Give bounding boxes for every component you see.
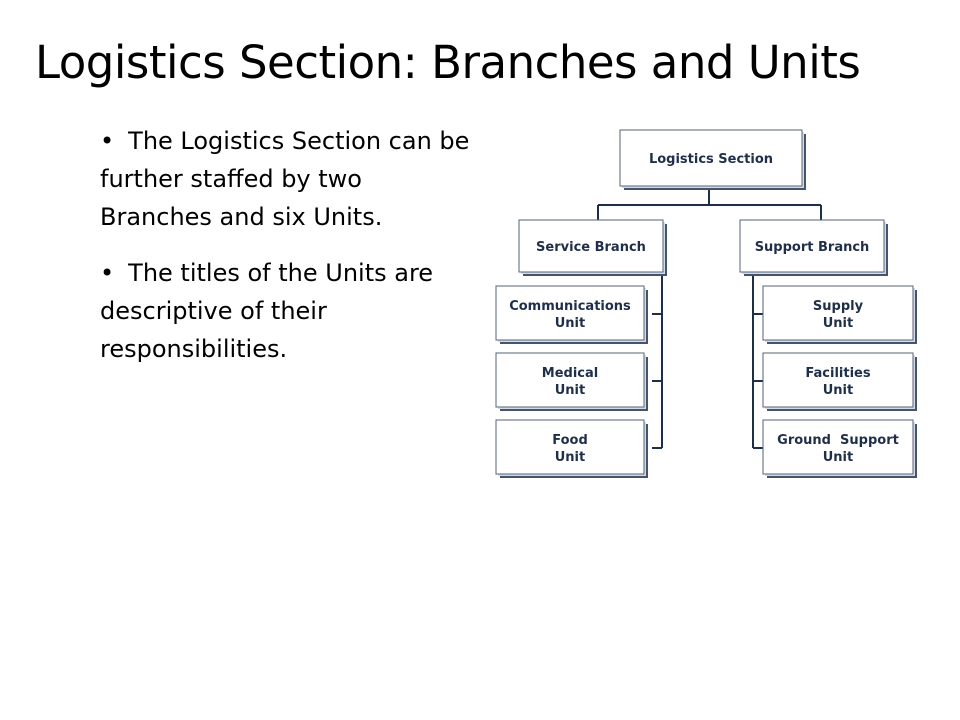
node-label-line1: Medical [542, 366, 598, 381]
connector-support-branch [752, 275, 765, 449]
node-label-line1: Facilities [805, 366, 870, 381]
node-support-branch: Support Branch [739, 219, 888, 276]
bullet-text: The Logistics Section can be further sta… [100, 127, 470, 231]
node-label: Logistics Section [649, 152, 773, 167]
node-label-line2: Unit [555, 383, 585, 398]
node-label-line1: Communications [509, 299, 631, 314]
connector-service-branch [652, 275, 663, 449]
bullet-list: •The Logistics Section can be further st… [100, 122, 470, 386]
connector-lines [597, 190, 822, 449]
node-label: Service Branch [536, 240, 646, 255]
node-ground-support-unit: Ground Support Unit [762, 419, 917, 478]
node-label-line1: Food [552, 433, 588, 448]
node-facilities-unit: Facilities Unit [762, 352, 917, 411]
node-label-line2: Unit [555, 450, 585, 465]
node-supply-unit: Supply Unit [762, 285, 917, 344]
node-label: Support Branch [755, 240, 870, 255]
node-label-line2: Unit [823, 450, 853, 465]
bullet-item: •The titles of the Units are descriptive… [100, 254, 470, 368]
node-label-line1: Supply [813, 299, 864, 314]
node-medical-unit: Medical Unit [495, 352, 648, 411]
node-service-branch: Service Branch [518, 219, 667, 276]
bullet-dot: • [100, 127, 115, 155]
node-food-unit: Food Unit [495, 419, 648, 478]
bullet-text: The titles of the Units are descriptive … [100, 259, 434, 363]
node-label-line2: Unit [823, 383, 853, 398]
connector-root-branches [597, 190, 822, 220]
bullet-dot: • [100, 259, 115, 287]
slide-title: Logistics Section: Branches and Units [35, 36, 861, 89]
node-label-line2: Unit [823, 316, 853, 331]
node-label-line2: Unit [555, 316, 585, 331]
node-logistics-section: Logistics Section [619, 129, 806, 190]
node-label-line1: Ground Support [777, 433, 899, 448]
bullet-item: •The Logistics Section can be further st… [100, 122, 470, 236]
node-communications-unit: Communications Unit [495, 285, 648, 344]
